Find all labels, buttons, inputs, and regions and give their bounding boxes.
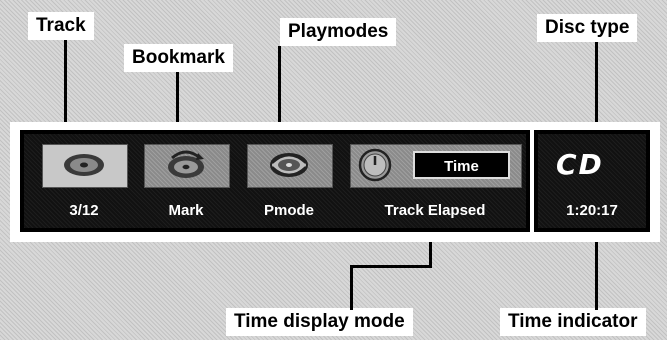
callout-bookmark: Bookmark	[124, 44, 233, 72]
leader-time-mode-a	[429, 226, 432, 268]
disc-icon	[64, 154, 104, 176]
leader-bookmark	[176, 72, 179, 142]
track-value: 3/12	[69, 202, 99, 219]
leader-time-indicator	[595, 226, 598, 310]
callout-playmodes: Playmodes	[280, 18, 397, 46]
time-value: 1:20:17	[566, 202, 618, 219]
clock-icon	[358, 148, 392, 182]
callout-track: Track	[28, 12, 94, 40]
display-right-section	[538, 134, 646, 228]
callout-time-indicator: Time indicator	[500, 308, 646, 336]
leader-disc-type	[595, 42, 598, 142]
callout-time-display-mode: Time display mode	[226, 308, 413, 336]
time-mode-label: Track Elapsed	[384, 202, 486, 219]
leader-track	[64, 40, 67, 142]
section-divider	[530, 130, 534, 232]
bookmark-disc-icon	[168, 150, 204, 178]
leader-time-mode-b	[350, 265, 432, 268]
disc-type-logo: CD	[556, 148, 604, 181]
time-button: Time	[413, 151, 510, 179]
leader-playmodes	[278, 46, 281, 142]
callout-disc-type: Disc type	[537, 14, 638, 42]
mark-label: Mark	[168, 202, 204, 219]
pmode-label: Pmode	[263, 202, 314, 219]
leader-time-mode-c	[350, 265, 353, 310]
playmode-disc-icon	[270, 153, 308, 177]
